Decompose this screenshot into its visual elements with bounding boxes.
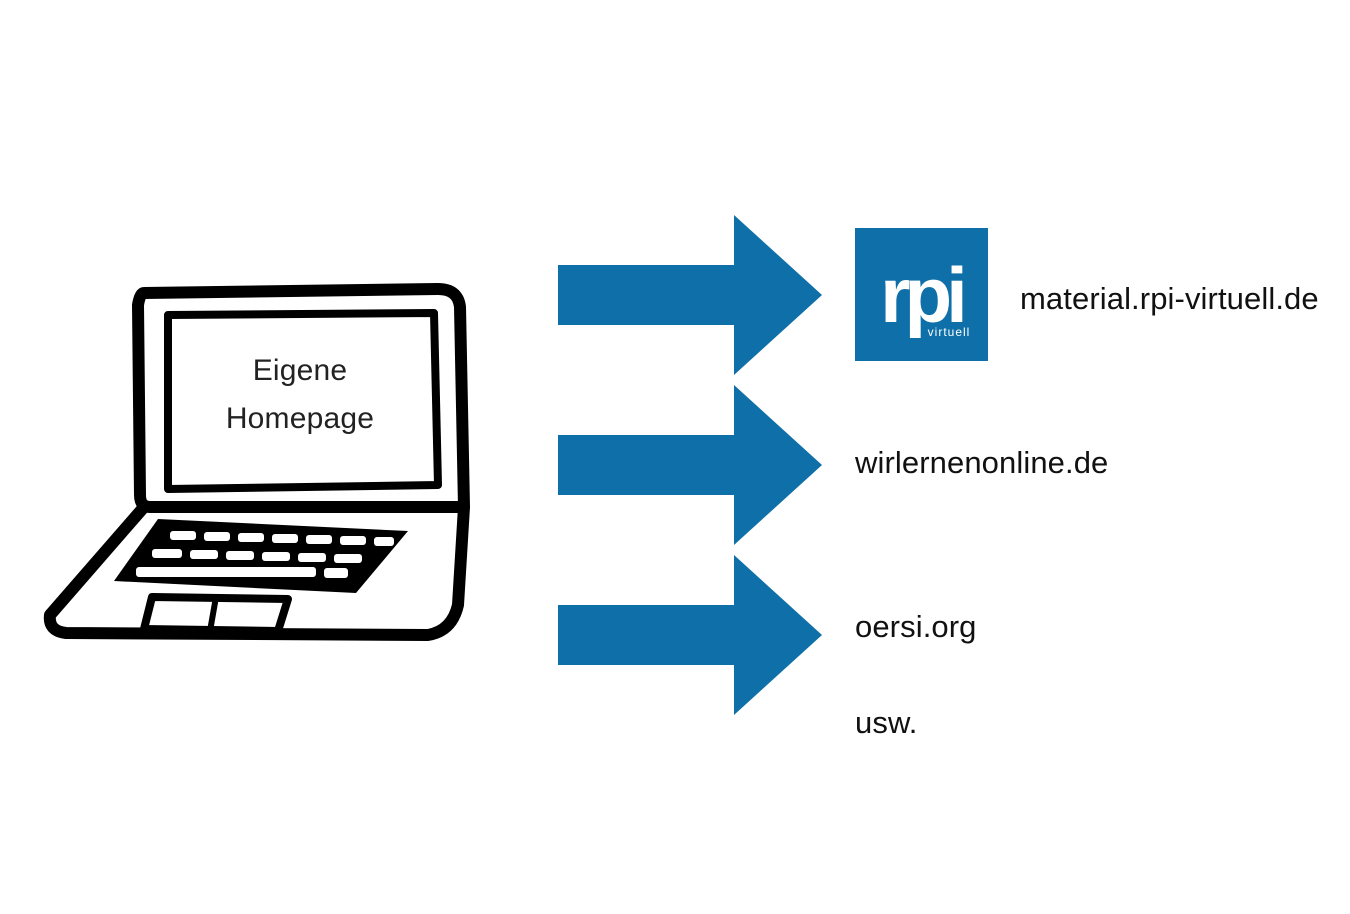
target-oersi: oersi.org — [855, 609, 977, 644]
target-etc: usw. — [855, 705, 918, 740]
target-material-rpi-virtuell: material.rpi-virtuell.de — [1020, 281, 1319, 316]
screen-text-line-1: Eigene — [252, 354, 348, 387]
rpi-virtuell-logo: rpi virtuell — [855, 228, 988, 361]
right-arrow-icon — [558, 215, 822, 375]
svg-text:virtuell: virtuell — [928, 325, 971, 339]
laptop-icon — [43, 283, 470, 641]
right-arrow-icon — [558, 555, 822, 715]
screen-text-line-2: Homepage — [225, 402, 375, 435]
right-arrow-icon — [558, 385, 822, 545]
svg-text:rpi: rpi — [880, 251, 963, 339]
target-wirlernenonline: wirlernenonline.de — [855, 445, 1109, 480]
